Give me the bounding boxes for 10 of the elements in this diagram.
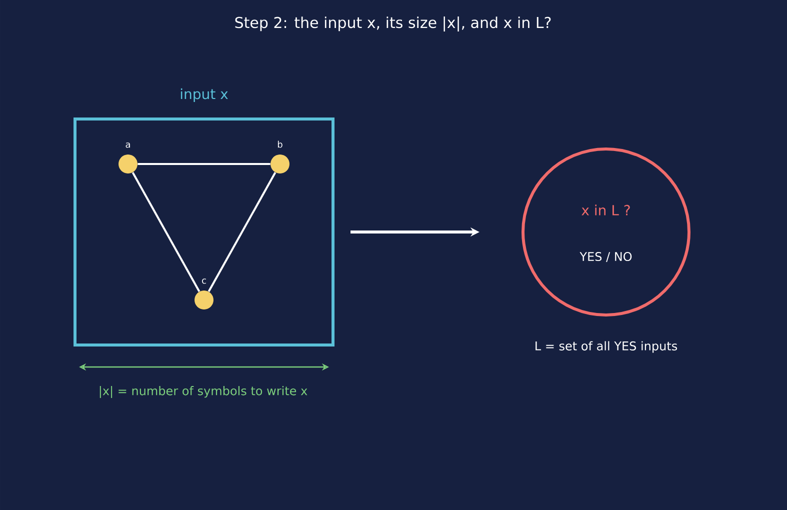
node-label: a (126, 142, 130, 148)
caption-text: |x| = number of symbols to write x (100, 386, 308, 398)
triangle-edge (138, 163, 270, 165)
node-label: b (278, 140, 282, 148)
title: Step 2: the input x, its size |x|, and x in L? (235, 16, 551, 32)
caption-text: L = set of all YES inputs (536, 341, 678, 353)
node-label: c (202, 278, 206, 284)
triangle-edge (132, 172, 200, 292)
node-label: input x (180, 88, 228, 102)
triangle-edge (208, 172, 276, 292)
